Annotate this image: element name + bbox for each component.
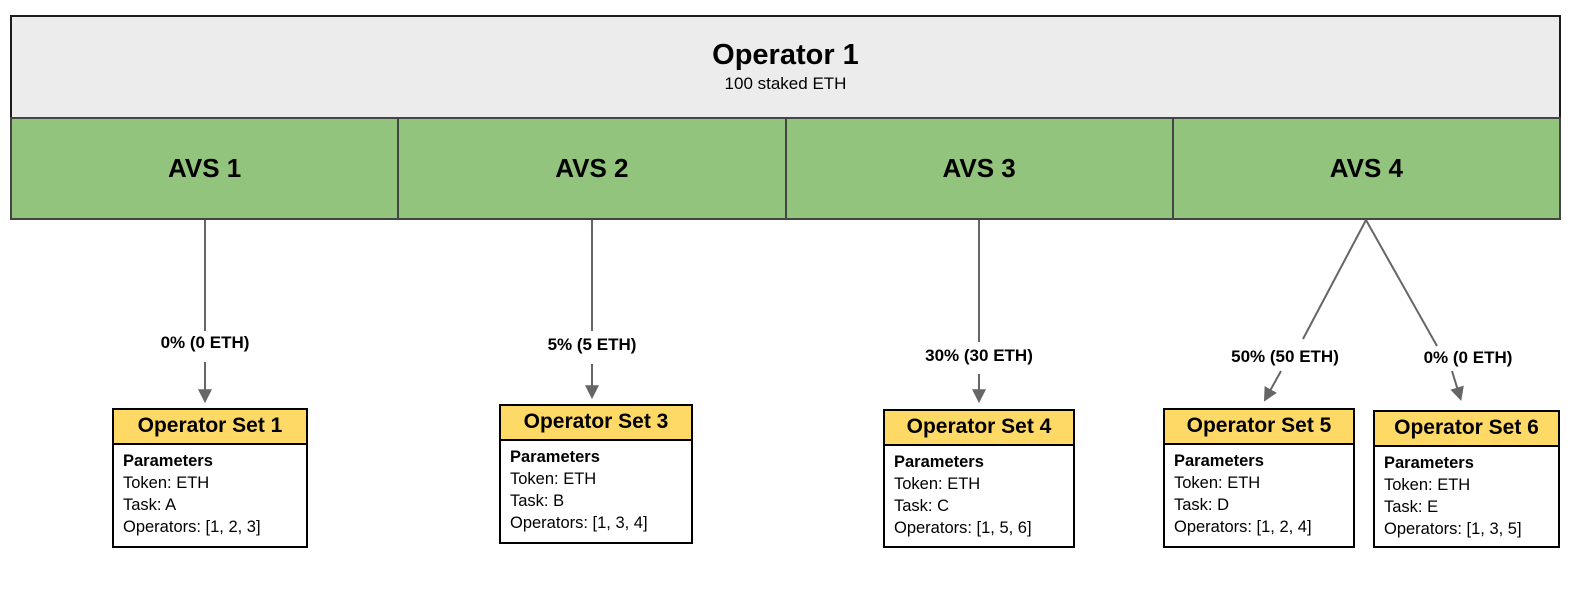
operators-line: Operators: [1, 3, 4] <box>510 514 648 532</box>
allocation-label-avs4-set5: 50% (50 ETH) <box>1231 347 1339 366</box>
token-line: Token: ETH <box>510 470 597 488</box>
parameters-heading: Parameters <box>1174 452 1264 470</box>
operators-line: Operators: [1, 2, 3] <box>123 518 261 536</box>
operator-set-card-body: Parameters Token: ETH Task: C Operators:… <box>885 446 1073 544</box>
operator-set-card-3: Operator Set 3 Parameters Token: ETH Tas… <box>499 404 693 544</box>
token-line: Token: ETH <box>1174 474 1261 492</box>
arrow-avs4-to-set6-lower <box>1450 370 1464 402</box>
task-line: Task: E <box>1384 498 1439 516</box>
task-line: Task: B <box>510 492 565 510</box>
task-line: Task: C <box>894 497 950 515</box>
allocation-label-avs1: 0% (0 ETH) <box>160 333 250 352</box>
parameters-heading: Parameters <box>894 453 984 471</box>
operator-box: Operator 1 100 staked ETH <box>10 15 1561 117</box>
operator-set-card-title: Operator Set 6 <box>1375 412 1558 447</box>
operators-line: Operators: [1, 3, 5] <box>1384 520 1522 538</box>
allocation-label-avs4-set6: 0% (0 ETH) <box>1423 348 1513 367</box>
operator-set-card-body: Parameters Token: ETH Task: E Operators:… <box>1375 447 1558 545</box>
allocation-label-avs3: 30% (30 ETH) <box>925 346 1033 365</box>
task-line: Task: D <box>1174 496 1230 514</box>
operator-set-card-title: Operator Set 1 <box>114 410 306 445</box>
operator-set-card-body: Parameters Token: ETH Task: D Operators:… <box>1165 445 1353 543</box>
operators-line: Operators: [1, 5, 6] <box>894 519 1032 537</box>
token-line: Token: ETH <box>123 474 210 492</box>
operator-set-card-title: Operator Set 4 <box>885 411 1073 446</box>
arrow-avs4-to-set5-upper <box>1302 219 1367 340</box>
operator-set-card-title: Operator Set 5 <box>1165 410 1353 445</box>
avs-cell-2: AVS 2 <box>397 119 785 218</box>
allocation-label-avs2: 5% (5 ETH) <box>547 335 637 354</box>
operator-set-card-4: Operator Set 4 Parameters Token: ETH Tas… <box>883 409 1075 548</box>
avs-row: AVS 1 AVS 2 AVS 3 AVS 4 <box>10 117 1561 220</box>
operator-title: Operator 1 <box>712 39 859 72</box>
operator-set-card-body: Parameters Token: ETH Task: B Operators:… <box>501 441 691 539</box>
operator-set-card-1: Operator Set 1 Parameters Token: ETH Tas… <box>112 408 308 548</box>
operators-line: Operators: [1, 2, 4] <box>1174 518 1312 536</box>
avs-cell-4: AVS 4 <box>1171 119 1559 218</box>
operator-set-card-6: Operator Set 6 Parameters Token: ETH Tas… <box>1373 410 1560 548</box>
parameters-heading: Parameters <box>123 452 213 470</box>
task-line: Task: A <box>123 496 177 514</box>
token-line: Token: ETH <box>894 475 981 493</box>
avs-cell-1: AVS 1 <box>12 119 398 218</box>
token-line: Token: ETH <box>1384 476 1471 494</box>
operator-set-card-body: Parameters Token: ETH Task: A Operators:… <box>114 445 306 543</box>
avs-cell-3: AVS 3 <box>784 119 1172 218</box>
parameters-heading: Parameters <box>1384 454 1474 472</box>
arrow-avs4-to-set5-lower <box>1263 370 1282 402</box>
arrow-avs4-to-set6-upper <box>1365 219 1438 347</box>
parameters-heading: Parameters <box>510 448 600 466</box>
operator-stake-subtitle: 100 staked ETH <box>724 74 847 94</box>
operator-set-card-title: Operator Set 3 <box>501 406 691 441</box>
operator-set-card-5: Operator Set 5 Parameters Token: ETH Tas… <box>1163 408 1355 548</box>
